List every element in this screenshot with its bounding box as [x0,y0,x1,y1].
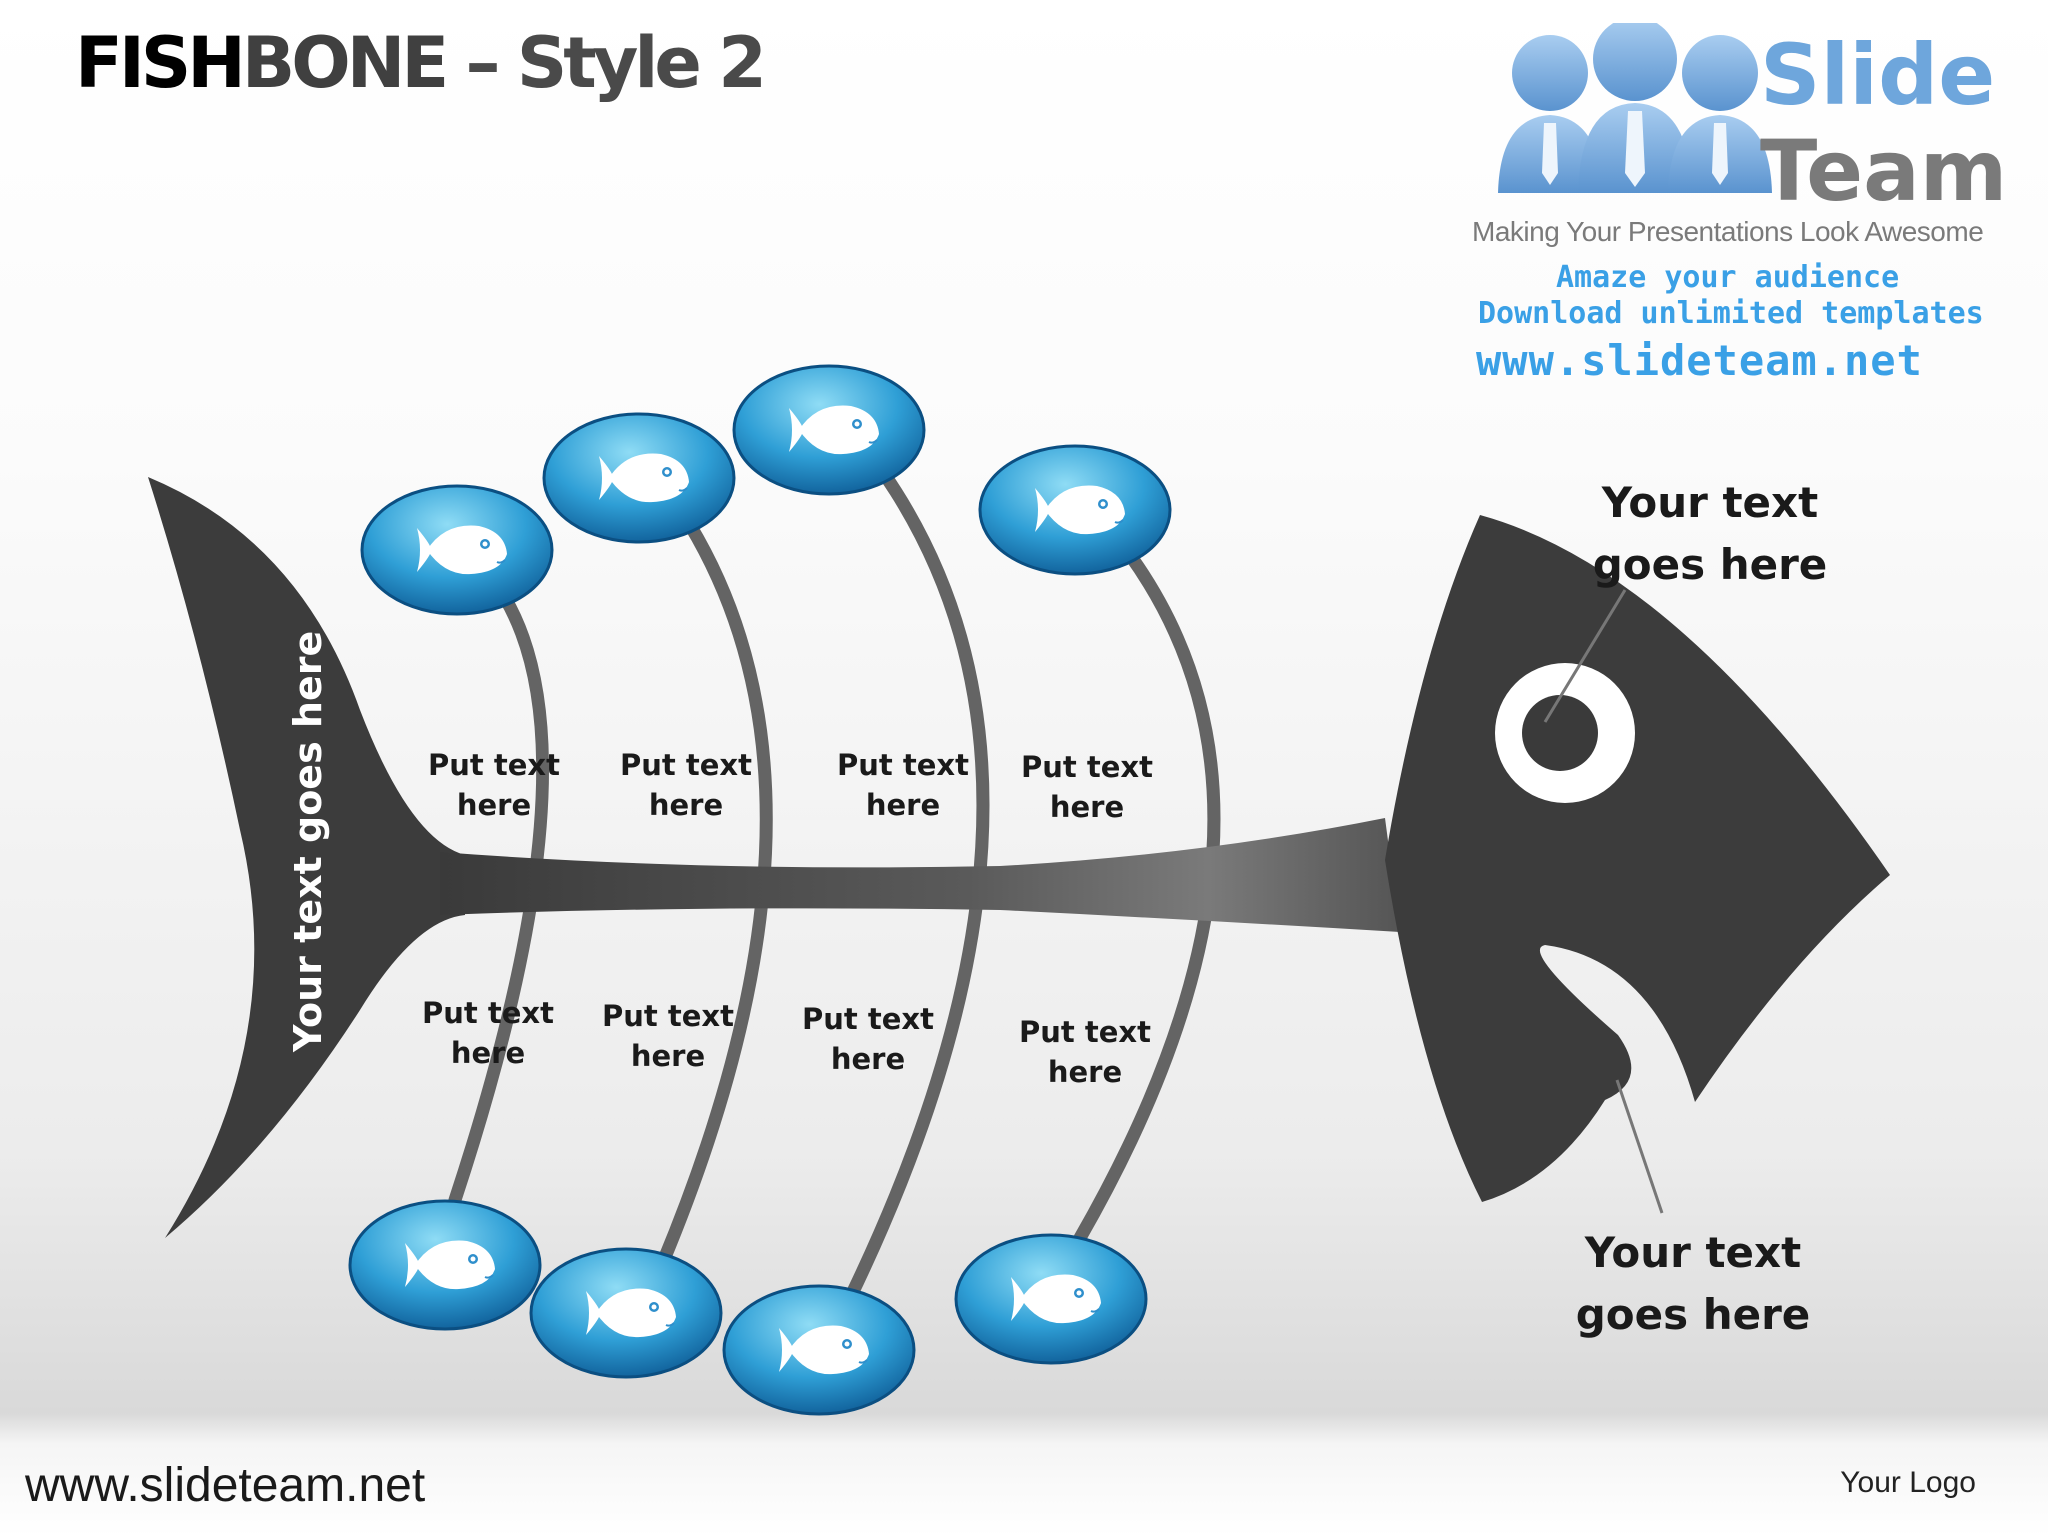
logo-promo-line-2: Download unlimited templates [1478,296,1984,331]
title-part-style: – Style 2 [445,22,767,104]
eye-callout-line [1543,589,1627,723]
mouth-callout-text: Your text goes here [1575,1228,1811,1339]
slideteam-logo: Slide Team Making Your Presentations Loo… [1470,18,2030,385]
fish-head [1385,515,1890,1202]
bone-label-top-3: Put text here [837,748,969,822]
bottom-bubbles [348,1199,1148,1416]
fish-tail [148,477,465,1238]
eye-callout-text: Your text goes here [1592,478,1828,589]
fish-pupil [1522,695,1598,771]
title-part-fish: FISH [75,22,246,104]
footer-logo-placeholder: Your Logo [1840,1466,1976,1499]
people-icon [1498,23,1772,193]
title-part-bone: BONE [241,22,449,104]
bubble-top-3 [732,364,926,496]
tail-text: Your text goes here [286,630,330,1052]
bone-label-bottom-2: Put text here [602,999,734,1073]
bone-label-bottom-3: Put text here [802,1002,934,1076]
logo-word-slide: Slide [1760,26,1996,124]
bone-label-bottom-4: Put text here [1019,1015,1151,1089]
footer-url: www.slideteam.net [25,1459,426,1512]
mouth-callout-line [1615,1079,1664,1214]
top-bubbles [360,364,1172,616]
rib-2 [656,518,773,1269]
bubble-bottom-2 [529,1247,723,1379]
bubble-top-4 [978,444,1172,576]
bubble-top-2 [542,412,736,544]
page-title: FISHBONE – Style 2 [75,22,767,104]
logo-promo-url: www.slideteam.net [1476,336,1923,385]
bubble-bottom-1 [348,1199,542,1331]
logo-promo-line-1: Amaze your audience [1556,260,1900,295]
fish-spine [440,818,1400,932]
bone-label-top-2: Put text here [620,748,752,822]
rib-3 [843,461,990,1305]
bubble-bottom-4 [954,1233,1148,1365]
logo-tagline: Making Your Presentations Look Awesome [1472,216,1984,247]
bone-label-top-4: Put text here [1021,750,1153,824]
bubble-top-1 [360,484,554,616]
bone-label-top-1: Put text here [428,748,560,822]
rib-1 [448,591,550,1207]
bone-label-bottom-1: Put text here [422,996,554,1070]
logo-word-team: Team [1760,122,2008,220]
bubble-bottom-3 [722,1284,916,1416]
